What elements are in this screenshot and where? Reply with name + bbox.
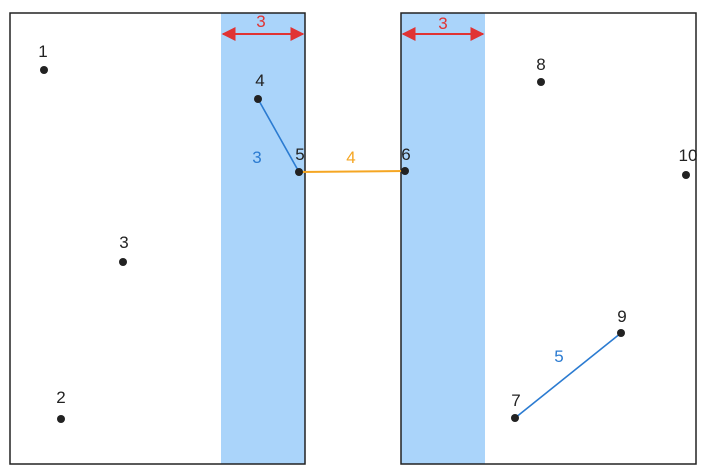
edge-5-6 (298, 170, 406, 173)
point-9-label: 9 (617, 307, 626, 326)
points: 1 2 3 4 5 6 7 8 9 10 (38, 42, 697, 423)
point-1-label: 1 (38, 42, 47, 61)
edges: 3 4 5 (252, 98, 622, 419)
edge-7-9-label: 5 (554, 347, 563, 366)
point-3 (119, 258, 127, 266)
point-2 (57, 415, 65, 423)
left-strip (221, 13, 305, 464)
point-10-label: 10 (679, 146, 698, 165)
width-arrow-left-label: 3 (256, 12, 265, 31)
edge-4-5-label: 3 (252, 148, 261, 167)
right-panel (400, 12, 697, 465)
point-6-label: 6 (401, 145, 410, 164)
edge-4-5 (257, 98, 300, 173)
left-panel (9, 12, 306, 465)
point-8-label: 8 (536, 55, 545, 74)
width-arrow-right-label: 3 (438, 14, 447, 33)
point-5-label: 5 (295, 145, 304, 164)
width-arrow-left: 3 (221, 12, 305, 41)
point-7 (511, 414, 519, 422)
edge-7-9 (514, 332, 622, 419)
point-3-label: 3 (119, 233, 128, 252)
edge-5-6-label: 4 (346, 148, 355, 167)
point-7-label: 7 (511, 391, 520, 410)
point-8 (537, 78, 545, 86)
point-4-label: 4 (255, 71, 264, 90)
point-9 (617, 329, 625, 337)
right-strip (401, 13, 485, 464)
point-5 (295, 168, 303, 176)
point-4 (254, 95, 262, 103)
point-10 (682, 171, 690, 179)
width-arrow-right: 3 (401, 14, 485, 41)
point-1 (40, 66, 48, 74)
point-6 (401, 167, 409, 175)
point-2-label: 2 (56, 388, 65, 407)
